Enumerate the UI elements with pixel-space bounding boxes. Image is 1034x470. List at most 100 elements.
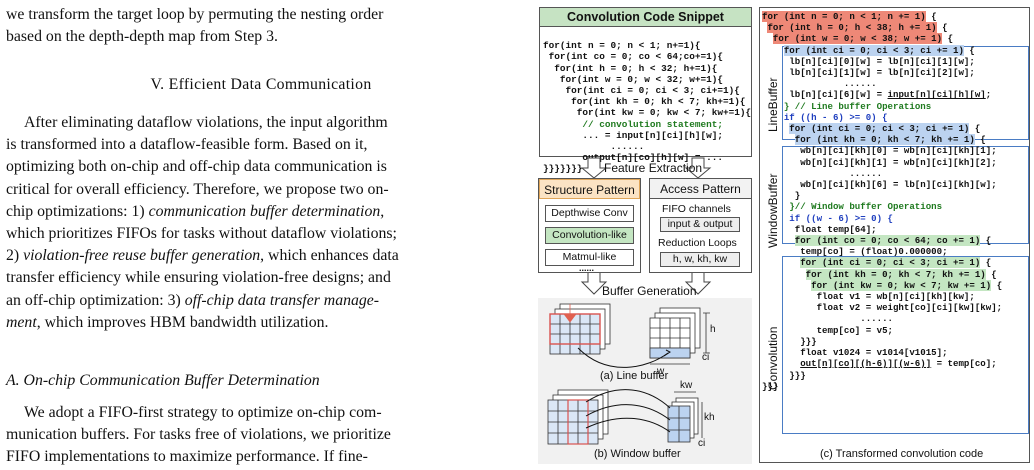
- line-buffer-output: [649, 307, 710, 365]
- flow-arrows: [580, 157, 712, 295]
- depthwise-conv-tag: Depthwise Conv: [545, 205, 634, 222]
- text-line: munication buffers. For tasks free of vi…: [6, 426, 391, 444]
- down-arrow-icon: [580, 271, 608, 295]
- code-line: for(int kh = 0; kh < 7; kh+=1){: [543, 96, 746, 108]
- code-loop: for (int ci = 0; ci < 3; ci += 1): [800, 257, 981, 269]
- code-ellipsis: ......: [843, 78, 877, 90]
- code-loop: for (int n = 0; n < 1; n += 1): [762, 11, 926, 22]
- code-loop: for (int kh = 0; kh < 7; kh += 1): [794, 134, 975, 146]
- dim-h-label: h: [710, 324, 716, 335]
- code-line: for(int w = 0; w < 32; w+=1){: [543, 73, 724, 85]
- code-line: temp[co] = v5;: [816, 324, 893, 336]
- code-line: temp[co] = (float)0.000000;: [800, 246, 948, 258]
- text-line: which prioritizes FIFOs for tasks withou…: [6, 225, 397, 243]
- code-brace: {: [985, 235, 992, 247]
- code-line: wb[n][ci][kh][6] = lb[n][ci][kh][w];: [800, 179, 997, 191]
- code-loop: for (int ci = 0; ci < 3; ci += 1): [783, 44, 964, 56]
- down-arrow-icon: [684, 271, 712, 295]
- code-line: for(int n = 0; n < 1; n+=1){: [543, 40, 701, 52]
- code-brace: {: [991, 268, 997, 280]
- code-line: for(int co = 0; co < 64;co+=1){: [543, 51, 724, 63]
- transformed-code: for (int n = 0; n < 1; n += 1) { for (in…: [762, 11, 1002, 392]
- dim-w-label: w: [657, 366, 665, 377]
- dim-ci-label: ci: [702, 352, 710, 363]
- text-line: we transform the target loop by permutin…: [6, 6, 384, 23]
- text-line: is transformed into a dataflow-feasible …: [6, 136, 368, 154]
- transformed-code-panel: LineBuffer WindowBuffer Convolution for …: [759, 7, 1030, 463]
- text-line: transfer efficiency while ensuring viola…: [6, 269, 391, 287]
- code-line: for(int h = 0; h < 32; h+=1){: [543, 62, 718, 74]
- code-line: lb[n][ci][0][w] = lb[n][ci][1][w];: [789, 55, 975, 67]
- code-snippet-box: Convolution Code Snippet for(int n = 0; …: [539, 7, 752, 174]
- dim-kw-label: kw: [680, 380, 693, 391]
- code-loop: for (int w = 0; w < 38; w += 1): [772, 33, 943, 45]
- dim-ci-label: ci: [698, 438, 706, 449]
- text-line: We adopt a FIFO-first strategy to optimi…: [24, 404, 382, 421]
- code-brace: }}}: [800, 335, 817, 347]
- code-ellipsis: ......: [849, 167, 883, 179]
- code-condition: if ((h - 6) >= 0) {: [783, 111, 888, 123]
- code-loop: for (int h = 0; h < 38; h += 1): [767, 22, 937, 34]
- code-line: float v1 = wb[n][ci][kh][kw];: [816, 291, 975, 303]
- code-brace: {: [974, 123, 981, 135]
- reduction-vars-tag: h, w, kh, kw: [660, 252, 740, 267]
- structure-pattern-box: Structure Pattern Depthwise Conv Convolu…: [538, 178, 641, 273]
- code-line: ... = input[n][ci][h][w];: [543, 129, 724, 141]
- convolution-section: [782, 256, 1029, 434]
- code-line: float temp[64];: [794, 223, 877, 235]
- code-brace: {: [969, 44, 975, 56]
- code-loop: for (int ci = 0; ci < 3; ci += 1): [789, 123, 970, 135]
- text-fragment: , which enhances data: [260, 247, 399, 265]
- code-underlined: out[n][co][(h-6)][(w-6)]: [800, 358, 932, 370]
- access-pattern-box: Access Pattern FIFO channels input & out…: [649, 178, 752, 273]
- code-brace: {: [931, 11, 937, 22]
- buffer-generation-label: Buffer Generation: [602, 284, 697, 298]
- text-line: FIFO implementations to maximize perform…: [6, 448, 368, 466]
- code-condition: if ((w - 6) >= 0) {: [789, 212, 893, 224]
- emphasis: violation-free reuse buffer generation: [23, 247, 261, 265]
- code-brace: }}}: [789, 369, 806, 381]
- more-ellipsis: ......: [579, 263, 595, 273]
- code-line: = temp[co];: [931, 358, 997, 370]
- code-line: wb[n][ci][kh][0] = wb[n][ci][kh][1];: [800, 145, 997, 157]
- text-line: critical for overall efficiency. Therefo…: [6, 180, 389, 198]
- line-buffer-input-grid: [549, 303, 611, 355]
- code-line: for(int ci = 0; ci < 3; ci+=1){: [543, 85, 740, 97]
- code-brace: {: [985, 257, 992, 269]
- window-buffer-input-grid: [547, 389, 609, 445]
- text-line: After eliminating dataflow violations, t…: [24, 114, 388, 131]
- text-line: based on the depth-depth map from Step 3…: [6, 28, 278, 46]
- feature-extraction-label: Feature Extraction: [604, 161, 703, 175]
- figure: Convolution Code Snippet for(int n = 0; …: [530, 0, 1034, 470]
- text-fragment: ,: [380, 202, 385, 220]
- transformed-caption: (c) Transformed convolution code: [820, 448, 984, 460]
- window-buffer-output: [667, 391, 703, 443]
- code-comment: // convolution statement;: [543, 118, 724, 130]
- text-line: optimizing both on-chip and off-chip dat…: [6, 158, 387, 176]
- code-underlined: input[n][ci][h][w]: [887, 89, 986, 101]
- code-line: for(int kw = 0; kw < 7; kw+=1){: [543, 107, 752, 119]
- text-fragment: , which improves HBM bandwidth utilizati…: [36, 313, 329, 331]
- code-brace: }: [794, 190, 801, 202]
- code-brace: {: [980, 134, 986, 146]
- code-comment: } // Line buffer Operations: [783, 100, 932, 112]
- emphasis: ment: [6, 313, 37, 331]
- code-ellipsis: ......: [860, 313, 893, 325]
- snippet-code: for(int n = 0; n < 1; n+=1){ for(int co …: [543, 29, 751, 175]
- code-line: lb[n][ci][6][w] =: [789, 89, 888, 101]
- paper-text-column: we transform the target loop by permutin…: [6, 6, 520, 466]
- input-output-tag: input & output: [660, 217, 740, 232]
- snippet-title: Convolution Code Snippet: [540, 8, 751, 27]
- code-loop: for (int co = 0; co < 64; co += 1): [794, 235, 981, 247]
- structure-pattern-header: Structure Pattern: [539, 179, 640, 199]
- convolution-like-tag: Convolution-like: [545, 227, 634, 244]
- down-arrow-icon: [580, 157, 608, 179]
- text-fragment: chip optimizations: 1): [6, 202, 149, 220]
- line-buffer-caption: (a) Line buffer: [600, 370, 669, 382]
- paragraph-section-intro: After eliminating dataflow violations, t…: [6, 112, 520, 334]
- text-fragment: 2): [6, 247, 24, 265]
- reduction-loops-label: Reduction Loops: [658, 237, 737, 249]
- code-line: }}}}}}}: [543, 163, 583, 175]
- subsection-heading: A. On-chip Communication Buffer Determin…: [6, 372, 320, 389]
- code-line: ......: [543, 141, 645, 153]
